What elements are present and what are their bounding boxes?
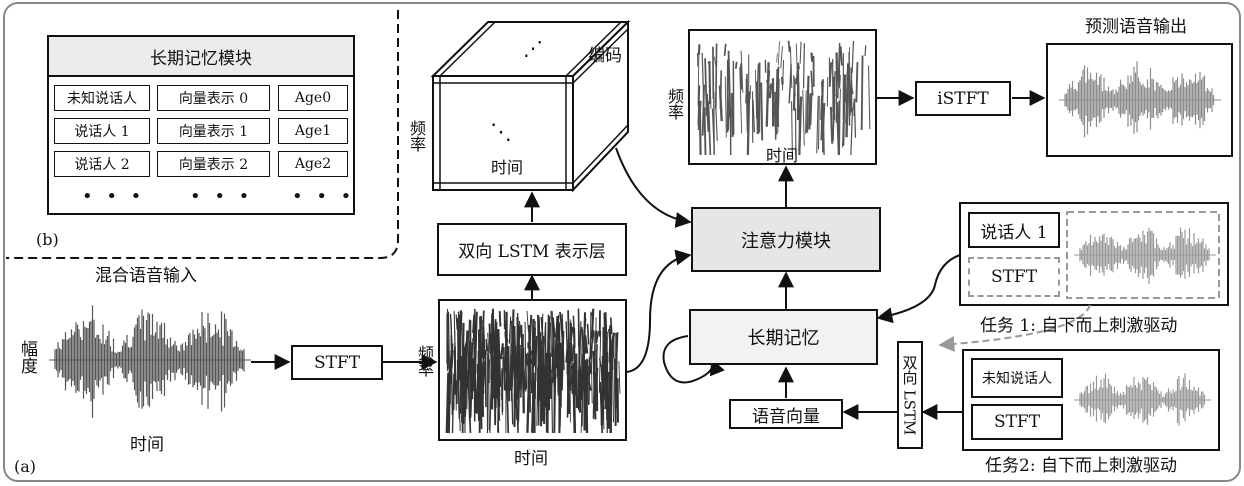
outer-frame (3, 2, 1241, 482)
stft-box: STFT (291, 345, 383, 380)
memory-cell-vector: 向量表示 0 (157, 85, 270, 111)
task1-speaker-box: 说话人 1 (968, 212, 1060, 248)
cube-side-label: 编码 (588, 46, 622, 66)
output-spectrogram (688, 29, 877, 165)
memory-cell-vector: 向量表示 2 (157, 151, 270, 177)
memory-cell-speaker: 说话人 1 (54, 118, 150, 144)
task1-waveform (1074, 227, 1216, 285)
input-spectrogram-y-label: 频率 (415, 345, 434, 377)
task1-caption: 任务 1: 自下而上刺激驱动 (980, 316, 1178, 336)
cube-y-label: 频率 (407, 120, 426, 152)
memory-ellipsis: • • • (190, 186, 254, 207)
task2-speaker-box: 未知说话人 (971, 358, 1063, 398)
memory-ellipsis: • • • (82, 186, 146, 207)
cube-top-dots: ⋰ (523, 36, 543, 60)
task2-caption: 任务2: 自下而上刺激驱动 (985, 456, 1177, 476)
mixed-input-y-label: 幅度 (17, 340, 37, 374)
arrows (251, 90, 1046, 420)
memory-cell-vector: 向量表示 1 (157, 118, 270, 144)
mixed-input-title: 混合语音输入 (95, 266, 197, 286)
memory-table-title: 长期记忆模块 (49, 37, 353, 77)
mixed-input-waveform (45, 295, 251, 425)
cube-face-dots: ⋱ (490, 120, 512, 145)
memory-cell-age: Age0 (278, 85, 348, 111)
output-spectrogram-y-label: 频率 (665, 88, 684, 120)
panel-a-label: (a) (14, 457, 37, 476)
input-spectrogram-x-label: 时间 (514, 449, 548, 469)
memory-cell-speaker: 说话人 2 (54, 151, 150, 177)
cube-x-label: 时间 (489, 158, 526, 177)
predicted-output-title: 预测语音输出 (1085, 17, 1187, 37)
attention-module-box: 注意力模块 (691, 207, 881, 272)
bilstm-side-box: 双向 LSTM (897, 341, 923, 449)
panel-b-separator (6, 10, 399, 259)
memory-cell-age: Age2 (278, 151, 348, 177)
encoding-cube (430, 19, 631, 193)
task2-waveform (1074, 373, 1211, 426)
input-spectrogram (438, 299, 627, 441)
memory-ellipsis: • • • (292, 186, 356, 207)
task1-stft-box: STFT (968, 257, 1060, 297)
speech-vector-box: 语音向量 (729, 399, 843, 429)
panel-b-label: (b) (36, 230, 59, 249)
istft-box: iSTFT (915, 81, 1011, 116)
output-spectrogram-x-label: 时间 (766, 146, 799, 165)
long-term-memory-box: 长期记忆 (689, 309, 878, 365)
task2-stft-box: STFT (971, 404, 1063, 440)
mixed-input-x-label: 时间 (130, 435, 164, 455)
bilstm-representation-box: 双向 LSTM 表示层 (437, 223, 627, 276)
memory-cell-age: Age1 (278, 118, 348, 144)
predicted-output-waveform (1046, 43, 1233, 157)
memory-cell-speaker: 未知说话人 (54, 85, 150, 111)
